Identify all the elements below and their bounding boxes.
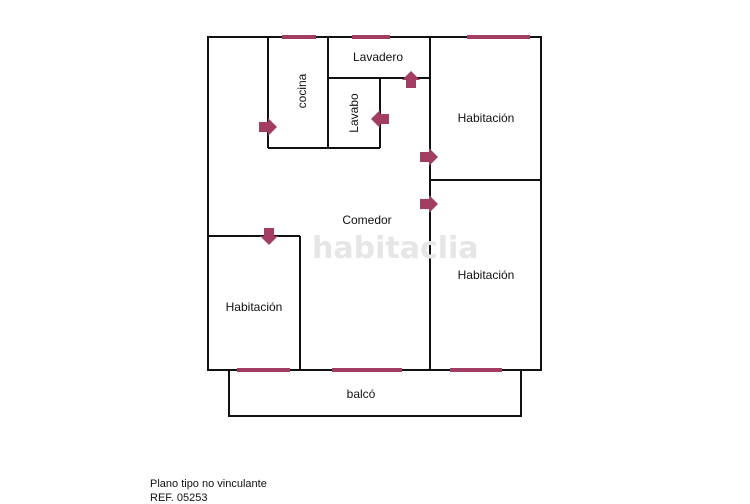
room-label-lavadero: Lavadero xyxy=(353,50,403,64)
room-label-habitacion-sw: Habitación xyxy=(226,300,283,314)
room-label-balco: balcó xyxy=(347,387,376,401)
door-arrow-kitchen xyxy=(259,118,277,136)
room-label-comedor: Comedor xyxy=(342,213,391,227)
room-label-cocina: cocina xyxy=(295,73,309,108)
plan-disclaimer: Plano tipo no vinculante xyxy=(150,478,267,490)
room-label-habitacion-se: Habitación xyxy=(458,268,515,282)
windows xyxy=(237,35,530,372)
balcony-wall xyxy=(228,370,522,417)
outer-wall xyxy=(207,36,542,371)
door-arrow-lavabo xyxy=(371,110,389,128)
room-label-habitacion-ne: Habitación xyxy=(458,111,515,125)
door-arrow-bedroom-ne xyxy=(420,148,438,166)
door-arrows xyxy=(259,71,438,245)
door-arrow-bedroom-sw xyxy=(260,228,278,245)
door-arrow-lavadero xyxy=(402,71,420,88)
door-arrow-bedroom-se xyxy=(420,195,438,213)
room-label-lavabo: Lavabo xyxy=(347,93,361,133)
plan-reference: REF. 05253 xyxy=(150,492,208,504)
watermark-logo: habitaclia xyxy=(312,231,479,266)
